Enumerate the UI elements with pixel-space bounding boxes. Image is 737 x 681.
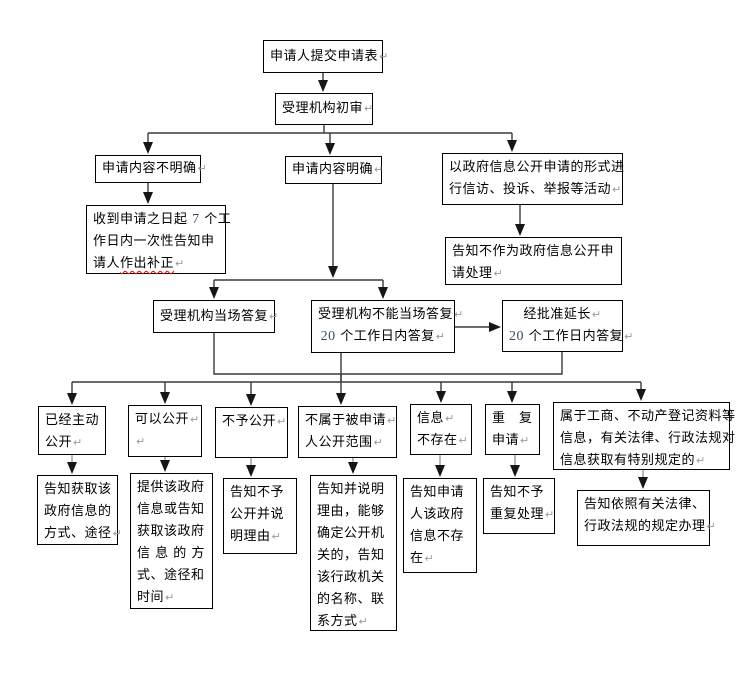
node-result-repeated: 告知不予重复处理↵ bbox=[483, 478, 555, 534]
node-already-disclosed: 已经主动公开↵ bbox=[38, 406, 106, 455]
node-result-already-disclosed: 告知获取该政府信息的方式、途径↵ bbox=[37, 475, 122, 545]
node-content-unclear: 申请内容不明确↵ bbox=[95, 155, 207, 183]
node-reply-within-20-days: 受理机构不能当场答复↵20 个工作日内答复↵ bbox=[311, 300, 463, 353]
node-not-in-disclosure-scope: 不属于被申请↵人公开范围↵ bbox=[298, 406, 397, 458]
node-result-not-in-scope: 告知并说明理由，能够确定公开机关的，告知该行政机关的名称、联系方式↵ bbox=[310, 475, 397, 631]
node-info-not-exist: 信息↵不存在↵ bbox=[410, 404, 472, 455]
node-special-regulation-info: 属于工商、不动产登记资料等信息，有关法律、行政法规对信息获取有特别规定的↵ bbox=[553, 402, 735, 470]
node-content-clear: 申请内容明确↵ bbox=[285, 156, 383, 184]
node-not-disclosed: 不予公开↵ bbox=[215, 407, 288, 458]
node-not-treated-as-request: 告知不作为政府信息公开申请处理↵ bbox=[445, 237, 622, 285]
node-result-can-be-disclosed: 提供该政府信息或告知获取该政府信 息 的 方式、途径和时间↵ bbox=[130, 473, 213, 609]
node-result-special-regulation: 告知依照有关法律、行政法规的规定办理↵ bbox=[577, 490, 716, 546]
merge-bar-reply bbox=[213, 333, 563, 375]
node-result-not-disclosed: 告知不予公开并说明理由↵ bbox=[223, 478, 297, 554]
branch-bar-top bbox=[148, 125, 512, 134]
node-submit-application: 申请人提交申请表↵ bbox=[263, 40, 388, 73]
node-initial-review: 受理机构初审↵ bbox=[275, 93, 373, 125]
node-notify-correction: 收到申请之日起 7 个工作日内一次性告知申请人作出补正↵ bbox=[86, 205, 231, 274]
node-petition-activities: 以政府信息公开申请的形式进行信访、投诉、举报等活动↵ bbox=[442, 153, 624, 205]
node-repeated-application: 重 复申请↵ bbox=[485, 404, 540, 455]
node-reply-onspot: 受理机构当场答复↵ bbox=[153, 300, 278, 333]
node-approved-extension: 经批准延长↵20 个工作日内答复↵ bbox=[502, 300, 633, 352]
node-result-info-not-exist: 告知申请人该政府信息不存在↵ bbox=[403, 478, 477, 573]
node-can-be-disclosed: 可以公开↵↵ bbox=[128, 405, 202, 457]
